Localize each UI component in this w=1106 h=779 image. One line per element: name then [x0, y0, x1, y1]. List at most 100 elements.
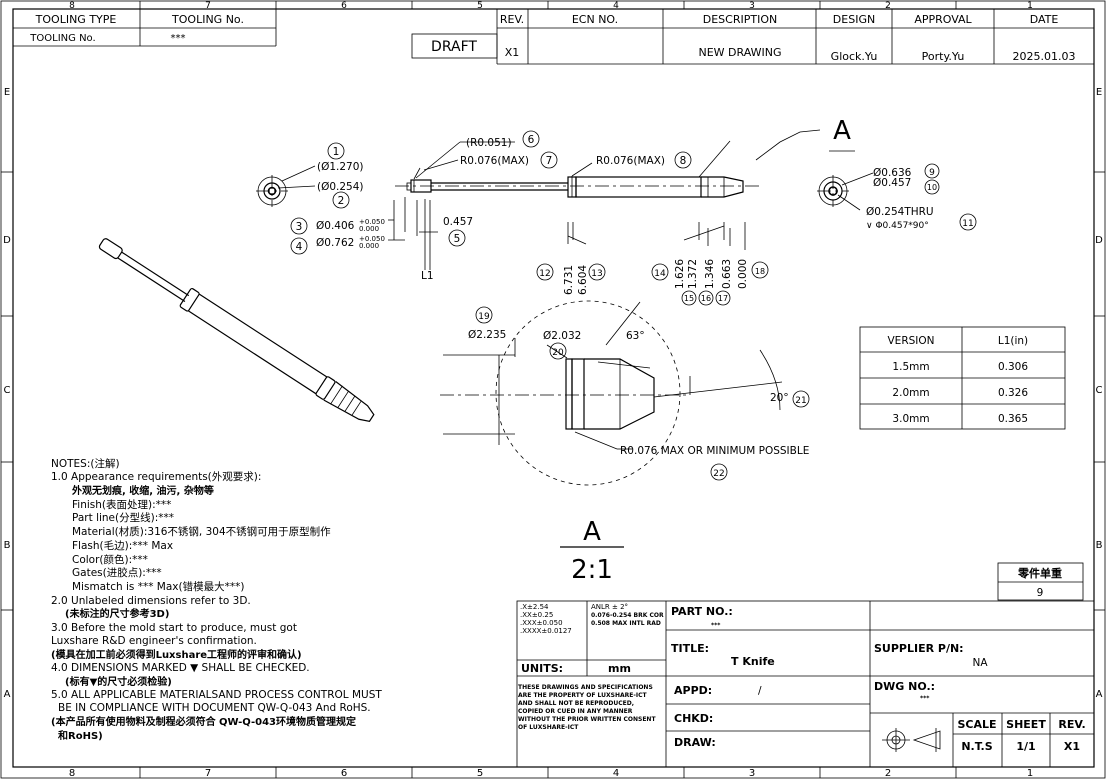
callout-15-num: 15	[684, 294, 694, 303]
row-a: A	[4, 689, 11, 700]
callout-3-tol-zero: 0.000	[359, 225, 379, 233]
callout-10-text: Ø0.457	[873, 177, 911, 189]
callouts-9-11: Ø0.636 Ø0.457 9 10 Ø0.254THRU ∨ Φ0.457*9…	[866, 163, 977, 231]
tooling-no-label: TOOLING No.	[29, 33, 95, 44]
col-8-bottom: 8	[69, 768, 75, 779]
tol-4: .XXXX±0.0127	[520, 627, 572, 635]
callout-1-text: (Ø1.270)	[317, 161, 364, 173]
row-b-right: B	[1096, 540, 1103, 551]
description-value: NEW DRAWING	[698, 46, 781, 59]
callout-11-text: Ø0.254THRU	[866, 206, 934, 218]
dim-1346: 1.346	[704, 259, 716, 289]
row-d: D	[3, 235, 11, 246]
prop-3: AND SHALL NOT BE REPRODUCED,	[518, 700, 634, 707]
dwg-label: DWG NO.:	[874, 680, 935, 693]
callout-3-text: Ø0.406	[316, 220, 355, 232]
version-table: VERSION L1(in) 1.5mm 0.306 2.0mm 0.326 3…	[859, 326, 1066, 430]
draw-label: DRAW:	[674, 736, 716, 749]
parts-weight-box: 零件单重 9	[997, 562, 1084, 601]
col-1: 1	[1027, 1, 1033, 11]
ecn-label: ECN NO.	[572, 13, 618, 26]
callout-11-sub: ∨ Φ0.457*90°	[866, 221, 929, 231]
row-e-right: E	[1096, 87, 1102, 98]
version-row-2: 2.0mm	[892, 387, 929, 399]
note-1c: Part line(分型线):***	[72, 511, 174, 524]
col-7: 7	[205, 1, 211, 11]
end-view-left	[256, 165, 316, 207]
tol-2: .XX±0.25	[520, 611, 553, 619]
col-2-bottom: 2	[885, 768, 891, 779]
version-header: VERSION	[888, 335, 935, 347]
part-no-label: PART NO.:	[671, 605, 733, 618]
col-6-bottom: 6	[341, 768, 347, 779]
angle-20: 20°	[770, 392, 789, 404]
note-5-cn: (本产品所有使用物料及制程必须符合 QW-Q-043环境物质管理规定	[51, 715, 356, 728]
callout-5-num: 5	[454, 233, 461, 245]
note-4: 4.0 DIMENSIONS MARKED ▼ SHALL BE CHECKED…	[51, 662, 310, 674]
l1-header: L1(in)	[998, 335, 1028, 347]
callout-9-num: 9	[929, 168, 935, 178]
parts-weight-value: 9	[1037, 587, 1044, 599]
callout-8-text: R0.076(MAX)	[596, 155, 665, 167]
title-value: T Knife	[731, 655, 775, 668]
callout-2-text: (Ø0.254)	[317, 181, 364, 193]
detail-callouts: 19 Ø2.235 Ø2.032 20 63° 20° 21 R0.076 MA…	[468, 306, 810, 585]
header-grid	[13, 9, 1094, 65]
part-no-value: ***	[711, 622, 721, 629]
prop-2: ARE THE PROPERTY OF LUXSHARE-ICT	[518, 692, 647, 699]
projection-symbol-icon	[882, 728, 941, 752]
col-5-bottom: 5	[477, 768, 483, 779]
note-5b: BE IN COMPLIANCE WITH DOCUMENT QW-Q-043 …	[58, 702, 371, 714]
prop-6: OF LUXSHARE-ICT	[518, 724, 579, 731]
note-1d: Material(材质):316不锈钢, 304不锈钢可用于原型制作	[72, 525, 331, 538]
dim-0000: 0.000	[737, 259, 749, 289]
tol-3: .XXX±0.050	[520, 619, 563, 627]
length-dims: 6.731 6.604 12 13 1.626 1.372 1.346 0.66…	[536, 259, 769, 306]
row-c: C	[4, 385, 11, 396]
note-3-cn: (模具在加工前必须得到Luxshare工程师的评审和确认)	[51, 648, 302, 661]
callout-8-num: 8	[680, 155, 687, 167]
ang-3: 0.508 MAX INTL RAD	[591, 620, 661, 627]
length-dim-lines	[567, 222, 746, 250]
row-d-right: D	[1095, 235, 1103, 246]
approval-value: Porty.Yu	[922, 50, 965, 63]
date-value: 2025.01.03	[1013, 50, 1076, 63]
scale-label: SCALE	[957, 718, 996, 731]
zone-labels: 8 7 6 5 4 3 2 1 8 7 6 5 4 3 2 1 E D C B …	[3, 1, 1103, 779]
col-4: 4	[613, 1, 619, 11]
tol-1: .X±2.54	[520, 603, 549, 611]
callout-1-num: 1	[333, 146, 340, 158]
header-text: TOOLING TYPE TOOLING No. TOOLING No. ***…	[29, 13, 1075, 63]
draft-stamp: DRAFT	[431, 39, 477, 55]
l1-label: L1	[421, 270, 434, 282]
parts-weight-label: 零件单重	[1017, 566, 1062, 580]
note-1f: Color(颜色):***	[72, 553, 148, 566]
callout-2-num: 2	[338, 195, 345, 207]
rev-value-tb: X1	[1064, 740, 1080, 753]
callouts-1-2: 1 (Ø1.270) (Ø0.254) 2	[317, 142, 364, 209]
note-5: 5.0 ALL APPLICABLE MATERIALSAND PROCESS …	[51, 689, 382, 701]
detail-scale: 2:1	[571, 555, 613, 585]
note-3b: Luxshare R&D engineer's confirmation.	[51, 635, 257, 647]
note-4-cn: (标有▼的尺寸必须检验)	[65, 675, 172, 688]
callout-4-num: 4	[296, 241, 303, 253]
version-row-1: 1.5mm	[892, 361, 929, 373]
sheet-value: 1/1	[1016, 740, 1035, 753]
callout-20-num: 20	[552, 348, 564, 358]
row-b: B	[4, 540, 11, 551]
callout-17-num: 17	[718, 294, 728, 303]
description-label: DESCRIPTION	[703, 13, 777, 26]
title-block-grid	[516, 600, 1095, 768]
appd-label: APPD:	[674, 684, 712, 697]
dim-6604: 6.604	[577, 265, 589, 295]
note-3: 3.0 Before the mold start to produce, mu…	[51, 622, 297, 634]
note-1h: Mismatch is *** Max(错模最大***)	[72, 580, 244, 593]
row-a-right: A	[1096, 689, 1103, 700]
isometric-view	[98, 238, 375, 423]
sheet-label: SHEET	[1006, 718, 1046, 731]
callout-22-num: 22	[713, 469, 724, 479]
version-row-3: 3.0mm	[892, 413, 929, 425]
callout-16-num: 16	[701, 294, 711, 303]
